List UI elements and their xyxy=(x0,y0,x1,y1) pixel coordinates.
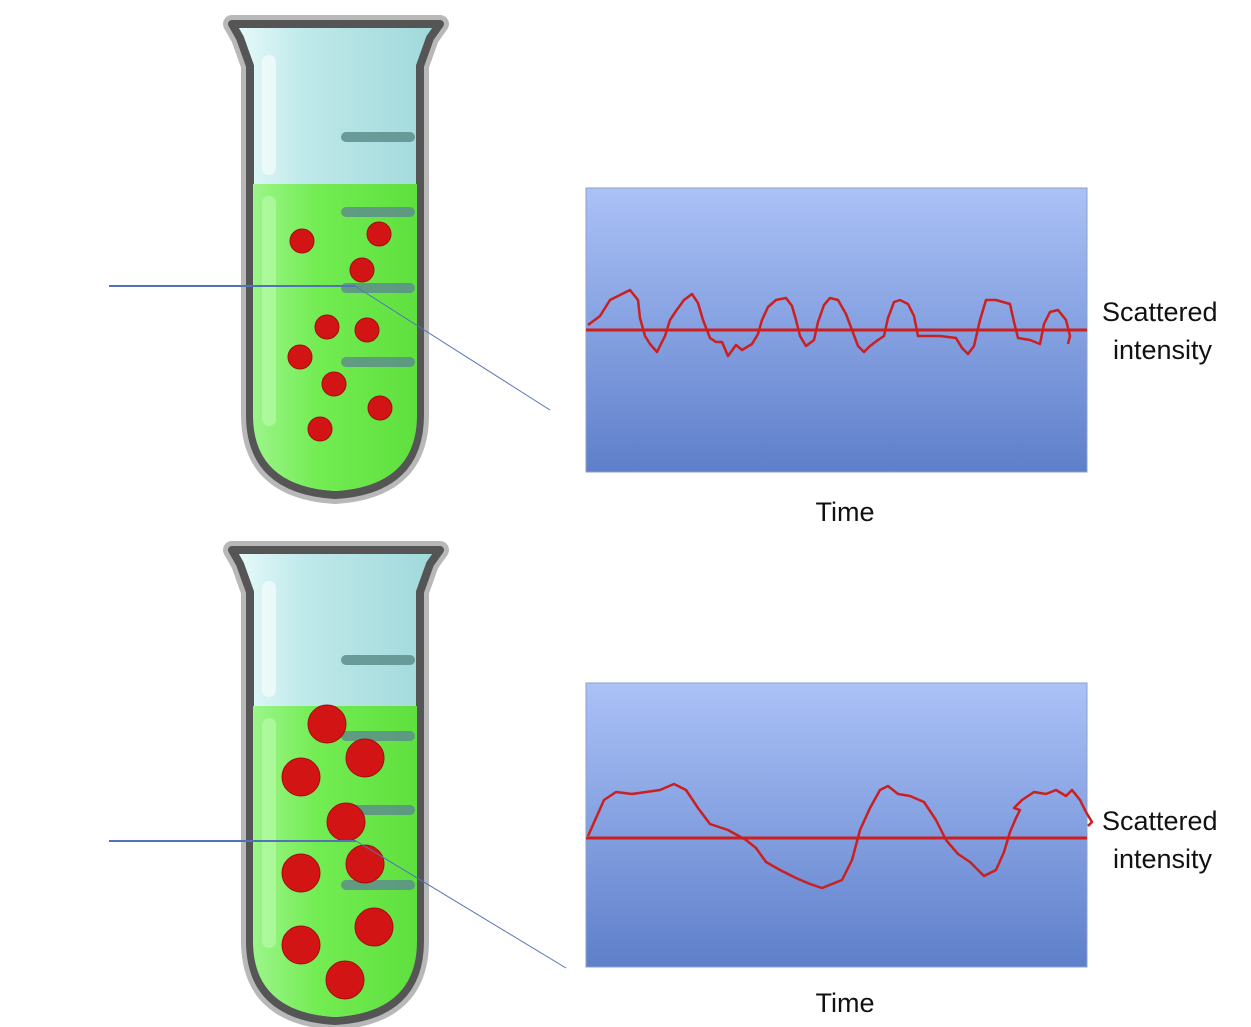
liquid-highlight xyxy=(262,196,276,426)
y-axis-label-line1: Scattered xyxy=(1102,297,1218,327)
intensity-plot-large-particles: Scattered intensity Time xyxy=(585,682,1218,1018)
x-axis-label: Time xyxy=(816,497,875,527)
plot-area xyxy=(585,682,1088,968)
intensity-plot-small-particles: Scattered intensity Time xyxy=(585,187,1218,527)
intensity-trace-slow xyxy=(586,782,1094,890)
particles-large xyxy=(281,704,394,1000)
glass-highlight xyxy=(262,55,276,175)
glass-highlight xyxy=(262,581,276,697)
liquid xyxy=(253,184,417,491)
test-tube-large-particles xyxy=(232,550,440,1021)
scattered-light-ray xyxy=(355,840,567,969)
particles-small xyxy=(287,221,393,442)
graduation-marks xyxy=(341,132,415,367)
y-axis-label-line2: intensity xyxy=(1113,844,1213,874)
y-axis-label-line1: Scattered xyxy=(1102,806,1218,836)
y-axis-label-line2: intensity xyxy=(1113,335,1213,365)
test-tube-small-particles xyxy=(232,24,440,495)
liquid-highlight xyxy=(262,718,276,948)
x-axis-label: Time xyxy=(816,988,875,1018)
scattered-light-ray xyxy=(354,285,551,411)
intensity-trace-fast xyxy=(587,288,1072,358)
